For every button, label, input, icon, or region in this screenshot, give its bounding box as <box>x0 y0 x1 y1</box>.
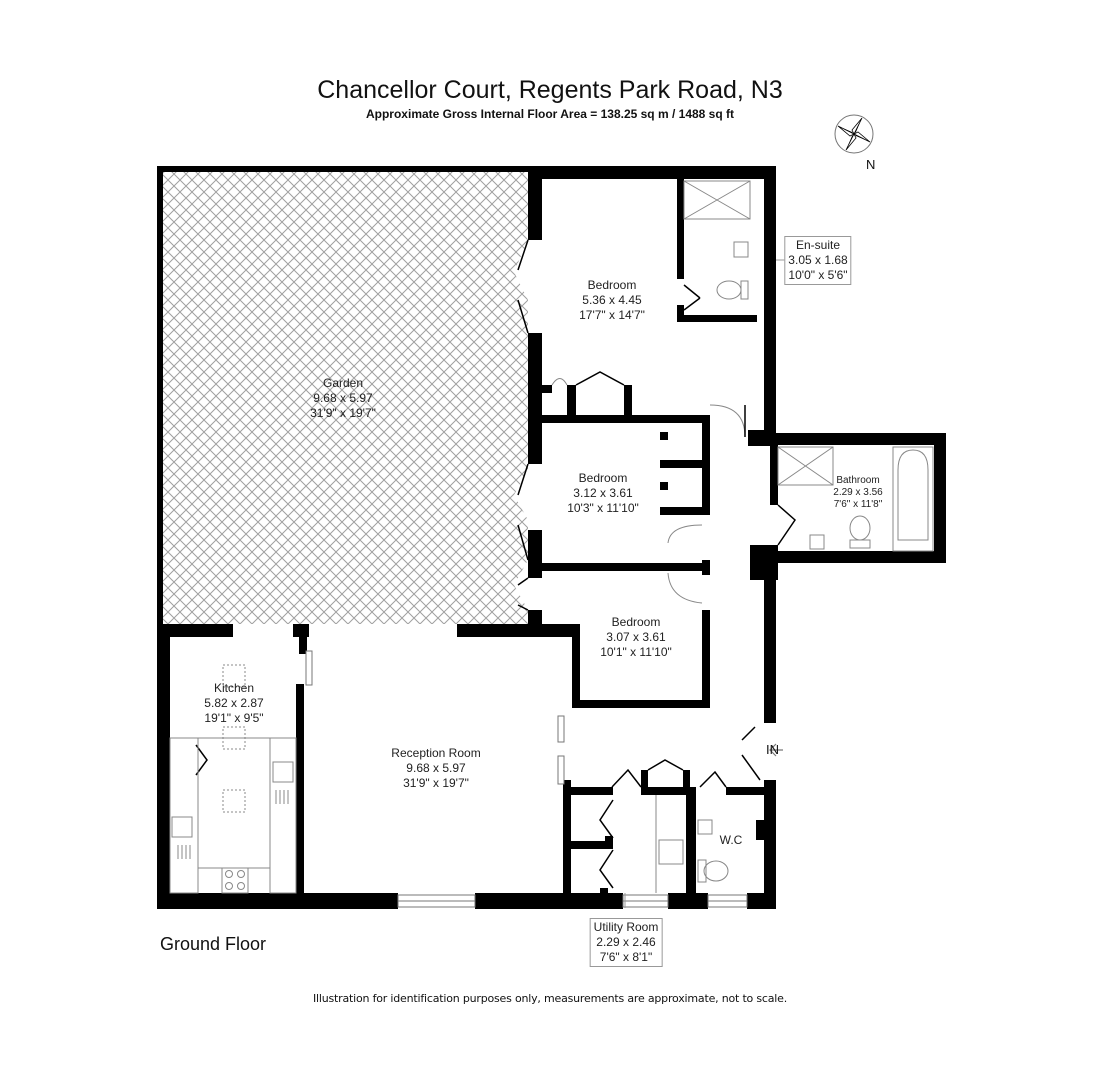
room-dimensions-imperial: 7'6" x 8'1" <box>599 950 653 964</box>
room-label-ensuite: En-suite 3.05 x 1.68 10'0" x 5'6" <box>784 236 852 285</box>
doors <box>195 239 796 889</box>
room-label-bedroom-1: Bedroom 5.36 x 4.45 17'7" x 14'7" <box>579 278 645 323</box>
room-name: Utility Room <box>593 920 659 934</box>
room-dimensions-metric: 3.07 x 3.61 <box>606 630 666 644</box>
room-name: En-suite <box>795 238 841 252</box>
property-title: Chancellor Court, Regents Park Road, N3 <box>317 76 783 104</box>
room-dimensions-imperial: 10'3" x 11'10" <box>567 501 639 515</box>
room-dimensions-imperial: 10'1" x 11'10" <box>600 645 672 659</box>
room-dimensions-metric: 9.68 x 5.97 <box>406 761 466 775</box>
room-label-reception: Reception Room 9.68 x 5.97 31'9" x 19'7" <box>391 746 480 791</box>
room-name: Bedroom <box>578 471 628 485</box>
room-name: Bathroom <box>836 475 880 486</box>
room-label-bathroom: Bathroom 2.29 x 3.56 7'6" x 11'8" <box>833 475 882 511</box>
room-dimensions-metric: 5.36 x 4.45 <box>582 293 642 307</box>
room-dimensions-metric: 2.29 x 3.56 <box>833 487 883 498</box>
room-name: Bedroom <box>611 615 661 629</box>
room-dimensions-metric: 3.05 x 1.68 <box>788 253 848 267</box>
room-dimensions-imperial: 10'0" x 5'6" <box>788 268 848 282</box>
entrance-label: IN <box>766 742 779 757</box>
garden-area <box>163 172 528 624</box>
room-name: Bedroom <box>587 278 637 292</box>
room-label-garden: Garden 9.68 x 5.97 31'9" x 19'7" <box>310 376 376 421</box>
room-label-utility: Utility Room 2.29 x 2.46 7'6" x 8'1" <box>589 918 663 967</box>
room-dimensions-imperial: 31'9" x 19'7" <box>310 406 376 420</box>
room-dimensions-imperial: 7'6" x 11'8" <box>833 499 883 510</box>
room-label-bedroom-2: Bedroom 3.12 x 3.61 10'3" x 11'10" <box>567 471 639 516</box>
disclaimer: Illustration for identification purposes… <box>312 992 788 1005</box>
room-name: Reception Room <box>391 746 481 760</box>
room-name: W.C <box>719 833 743 847</box>
room-dimensions-imperial: 19'1" x 9'5" <box>204 711 264 725</box>
room-dimensions-imperial: 31'9" x 19'7" <box>403 776 469 790</box>
north-label: N <box>866 157 876 172</box>
entry-arrow-icon <box>769 743 783 757</box>
north-arrow-icon <box>834 114 874 154</box>
floor-name: Ground Floor <box>160 934 267 954</box>
room-dimensions-metric: 9.68 x 5.97 <box>313 391 373 405</box>
windows <box>397 894 748 908</box>
floor-area-subtitle: Approximate Gross Internal Floor Area = … <box>365 107 735 121</box>
room-label-kitchen: Kitchen 5.82 x 2.87 19'1" x 9'5" <box>204 681 263 726</box>
room-label-bedroom-3: Bedroom 3.07 x 3.61 10'1" x 11'10" <box>600 615 672 660</box>
room-dimensions-imperial: 17'7" x 14'7" <box>579 308 645 322</box>
room-label-wc: W.C <box>720 833 743 848</box>
walls <box>157 166 946 909</box>
room-name: Kitchen <box>213 681 255 695</box>
room-dimensions-metric: 5.82 x 2.87 <box>204 696 264 710</box>
room-dimensions-metric: 3.12 x 3.61 <box>573 486 633 500</box>
room-name: Garden <box>322 376 364 390</box>
sliding-doors <box>305 650 565 785</box>
room-dimensions-metric: 2.29 x 2.46 <box>596 935 656 949</box>
fixtures <box>169 180 934 894</box>
